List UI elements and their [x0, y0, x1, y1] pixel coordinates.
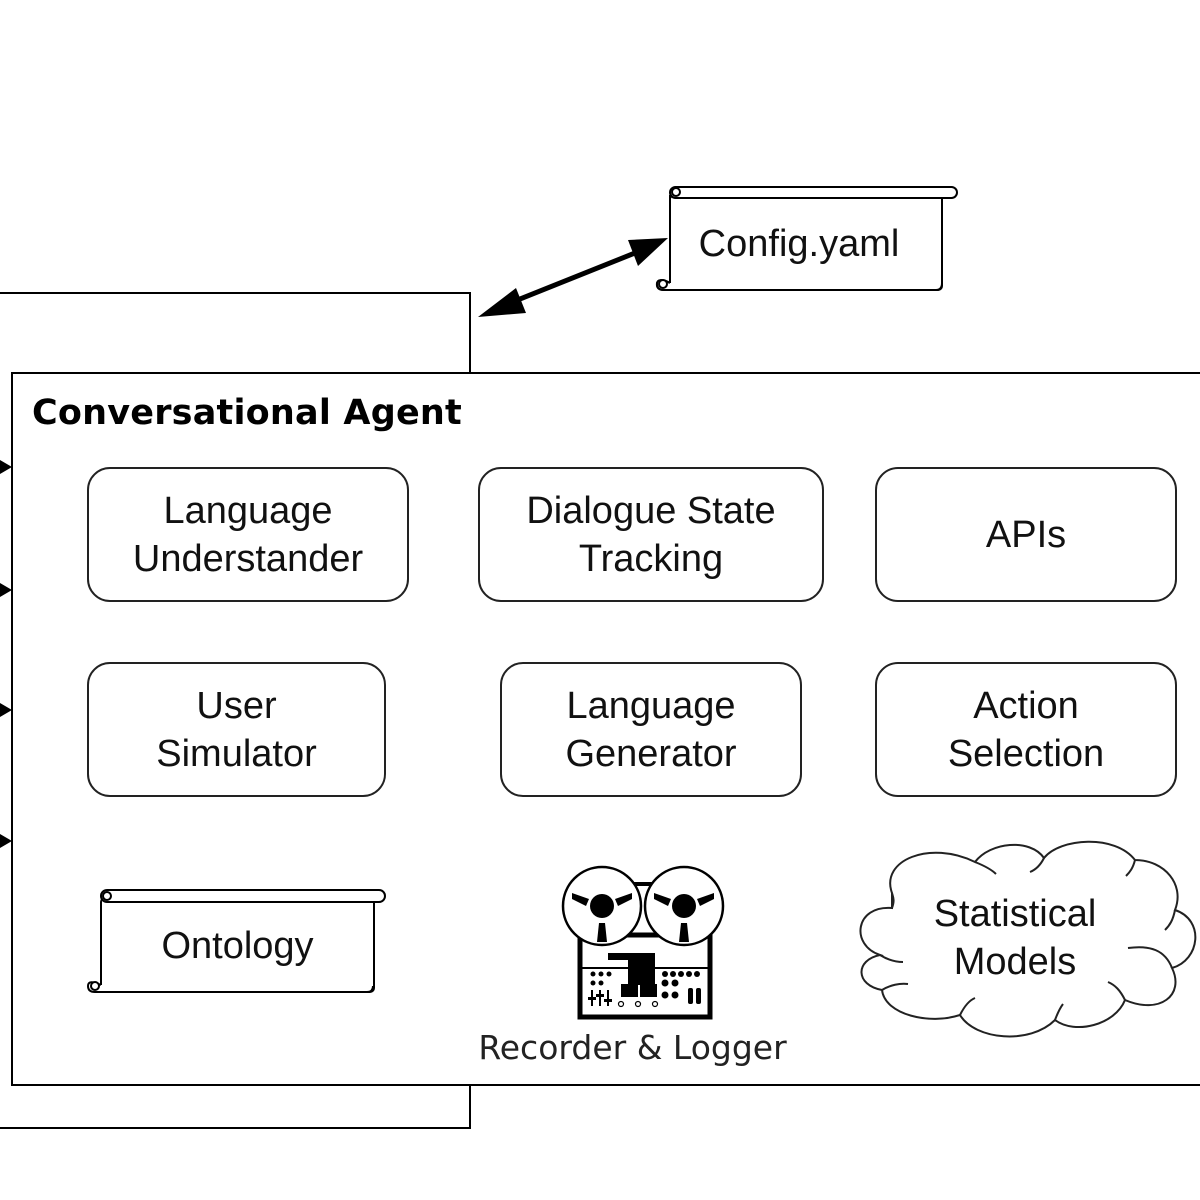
statistical-models-line2: Models: [953, 941, 1077, 983]
dialogue-state-tracking-box[interactable]: [478, 467, 824, 602]
action-selection-label: Action Selection: [876, 663, 1176, 796]
user-simulator-line1: User: [196, 684, 277, 727]
statistical-models-label: Statistical Models: [880, 890, 1150, 986]
cloud-inner-curves: [879, 857, 1176, 1021]
apis-box[interactable]: [875, 467, 1177, 602]
user-simulator-line2: Simulator: [156, 732, 317, 775]
arrow-head-2: [0, 583, 12, 597]
reel-to-reel-recorder-icon: [561, 865, 725, 1020]
apis-line1: APIs: [985, 513, 1067, 556]
dialogue-state-tracking-label: Dialogue State Tracking: [479, 468, 823, 601]
action-selection-line2: Selection: [947, 732, 1105, 775]
language-generator-line2: Generator: [565, 732, 737, 775]
action-selection-box[interactable]: [875, 662, 1177, 797]
dialogue-state-tracking-line2: Tracking: [578, 537, 724, 580]
language-understander-box[interactable]: [87, 467, 409, 602]
dialogue-state-tracking-line1: Dialogue State: [526, 489, 776, 532]
language-generator-label: Language Generator: [501, 663, 801, 796]
recorder-logger-label: Recorder & Logger: [478, 1028, 787, 1067]
language-understander-line2: Understander: [132, 537, 364, 580]
user-simulator-label: User Simulator: [88, 663, 385, 796]
bidirectional-arrow-icon: [478, 238, 668, 317]
user-simulator-box[interactable]: [87, 662, 386, 797]
language-generator-box[interactable]: [500, 662, 802, 797]
config-file-label: Config.yaml: [698, 223, 900, 265]
agent-title: Conversational Agent: [32, 393, 462, 433]
outer-frame: [0, 292, 471, 1129]
config-scroll-icon: [655, 186, 958, 291]
ontology-label: Ontology: [161, 925, 314, 967]
ontology-scroll-icon: [86, 889, 386, 993]
statistical-models-line1: Statistical: [933, 893, 1097, 935]
language-understander-line1: Language: [163, 489, 333, 532]
arrow-head-1: [0, 460, 12, 474]
language-generator-line1: Language: [566, 684, 736, 727]
cloud-icon: [859, 840, 1197, 1038]
apis-label: APIs: [876, 468, 1176, 601]
action-selection-line1: Action: [973, 684, 1079, 727]
component-boxes: [87, 467, 1177, 797]
language-understander-label: Language Understander: [88, 468, 408, 601]
arrow-head-4: [0, 834, 12, 848]
incoming-arrows: [0, 460, 12, 848]
arrow-head-3: [0, 703, 12, 717]
